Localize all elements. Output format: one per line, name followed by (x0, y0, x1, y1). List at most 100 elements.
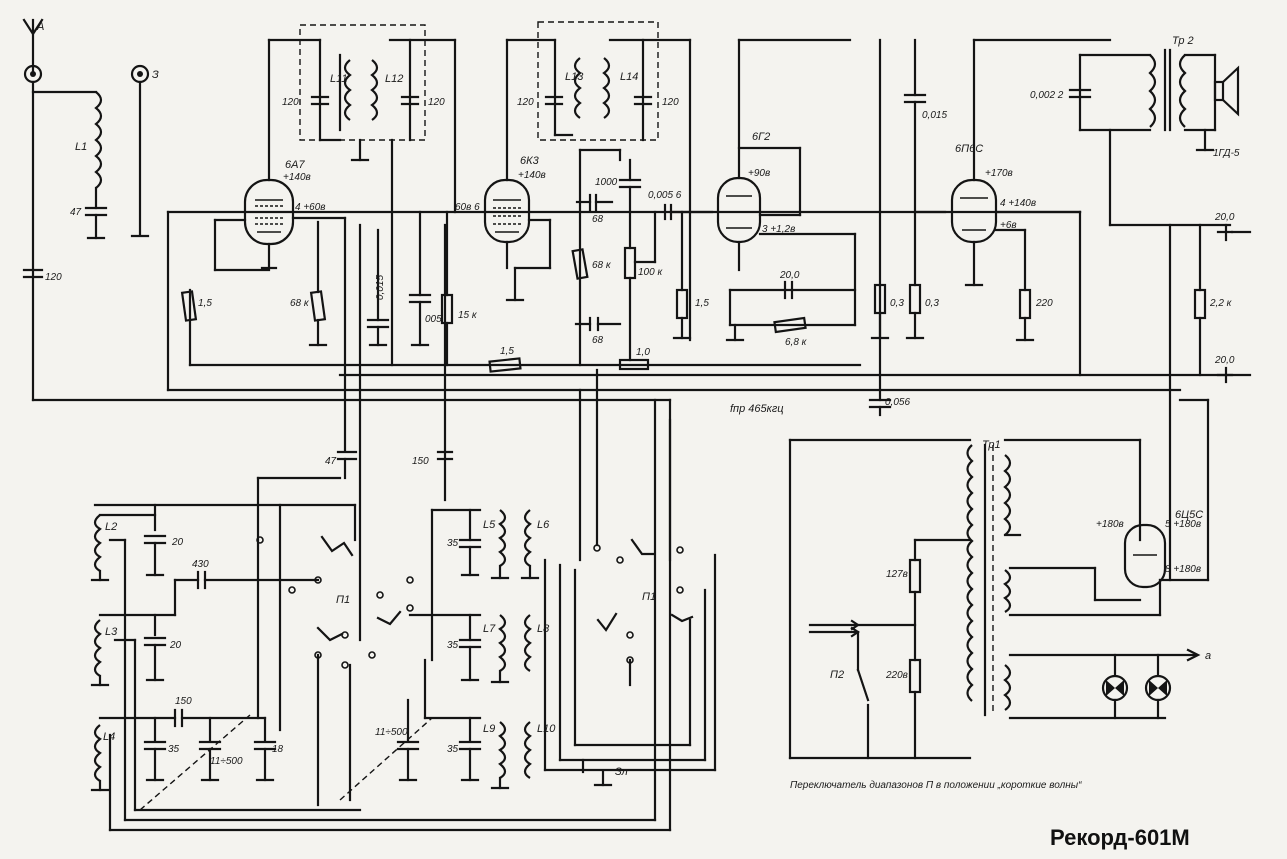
c18-label: 18 (272, 744, 284, 755)
r0-3a-label: 0,3 (890, 298, 904, 309)
r68k-label: 68 к (290, 298, 310, 309)
r15k-label: 15 к (458, 310, 478, 321)
tube-6p6s-label: 6П6С (955, 143, 983, 155)
tr1-label: Тр1 (982, 439, 1001, 451)
coil-L9-label: L9 (483, 723, 495, 735)
c0015b-label: 0,015 (922, 110, 947, 121)
antenna-label: А (36, 21, 44, 33)
coil-L3-label: L3 (105, 626, 118, 638)
v127-label: 127в (886, 569, 908, 580)
coil-L5-label: L5 (483, 519, 496, 531)
r2-2k-label: 2,2 к (1209, 298, 1233, 309)
coil-L4-label: L4 (103, 731, 115, 743)
c00056-label: 0,005 6 (648, 190, 682, 201)
tube-6c5s-k: 8 +180в (1165, 564, 1201, 575)
tube-6p6s-k: +6в (1000, 220, 1017, 231)
detector-components (571, 158, 714, 371)
c120a-label: 120 (45, 272, 62, 283)
if-transformer-2 (505, 21, 692, 367)
coil-L7-label: L7 (483, 623, 496, 635)
r220-label: 220 (1035, 298, 1053, 309)
tube-6k3-label: 6К3 (520, 155, 540, 167)
coil-L6-label: L6 (537, 519, 550, 531)
antenna-section (22, 18, 150, 402)
c47b-label: 47 (325, 456, 337, 467)
a-out-label: а (1205, 650, 1211, 662)
page-title: Рекорд-601М (1050, 825, 1190, 850)
band-switch-section (90, 216, 717, 832)
speaker-label: 1ГД-5 (1213, 148, 1240, 159)
bus-lines (31, 38, 1232, 832)
c120-if1-label: 120 (282, 97, 299, 108)
if-transformer-1 (267, 24, 457, 367)
tr2-label: Тр 2 (1172, 35, 1194, 47)
coil-L10-label: L10 (537, 723, 556, 735)
c430-label: 430 (192, 559, 209, 570)
if-frequency-note: fпр 465кгц (730, 403, 784, 415)
r100k-label: 100 к (638, 267, 663, 278)
c20-0b-label: 20,0 (1214, 212, 1235, 223)
power-supply (788, 398, 1210, 760)
c47a-label: 47 (70, 207, 82, 218)
ground-label: З (152, 69, 159, 81)
c20-0a-label: 20,0 (779, 270, 800, 281)
tube-6k3-anode: +140в (518, 170, 546, 181)
tube-6k3-g: 60в 6 (455, 202, 480, 213)
c35d-label: 35 (447, 744, 459, 755)
r1-5b-label: 1,5 (500, 346, 514, 357)
c35b-label: 35 (447, 538, 459, 549)
c11-500a-label: 11÷500 (210, 756, 243, 767)
coupling-components (868, 38, 947, 417)
tube-6p6s (950, 38, 1112, 377)
stage1-components (180, 210, 522, 373)
coil-L12-label: L12 (385, 73, 403, 85)
c005-label: 005 (425, 314, 442, 325)
r1-5c-label: 1,5 (695, 298, 709, 309)
c68b-label: 68 (592, 335, 604, 346)
c150a-label: 150 (412, 456, 429, 467)
c20b-label: 20 (169, 640, 182, 651)
c120-if4-label: 120 (662, 97, 679, 108)
c35c-label: 35 (447, 640, 459, 651)
coil-L8-label: L8 (537, 623, 550, 635)
tube-6g2 (672, 38, 857, 342)
switch-caption: Переключатель диапазонов П в положении „… (790, 780, 1082, 791)
c0022-label: 0,002 2 (1030, 90, 1064, 101)
v220-label: 220в (885, 670, 908, 681)
c0015a-label: 0,015 (375, 275, 386, 300)
c150b-label: 150 (175, 696, 192, 707)
r1-0-label: 1,0 (636, 347, 650, 358)
tube-6p6s-g: 4 +140в (1000, 198, 1036, 209)
c68a-label: 68 (592, 214, 604, 225)
coil-L1-label: L1 (75, 141, 87, 153)
tube-6g2-anode: +90в (748, 168, 770, 179)
tube-6a7-g: 4 +60в (295, 202, 326, 213)
p2-label: П2 (830, 669, 844, 681)
r0-3b-label: 0,3 (925, 298, 939, 309)
c120-if3-label: 120 (517, 97, 534, 108)
tube-6k3 (483, 38, 552, 302)
coil-L13-label: L13 (565, 71, 584, 83)
r6-8k-label: 6,8 к (785, 337, 808, 348)
coil-L14-label: L14 (620, 71, 638, 83)
coil-L2-label: L2 (105, 521, 117, 533)
tube-6c5s-label: 6Ц5С (1175, 509, 1203, 521)
coil-L11-label: L11 (330, 73, 348, 85)
c20-0c-label: 20,0 (1214, 355, 1235, 366)
zl-label: Зл (615, 766, 628, 778)
c35a-label: 35 (168, 744, 180, 755)
c11-500b-label: 11÷500 (375, 727, 408, 738)
output-stage (1068, 48, 1252, 582)
tube-6g2-label: 6Г2 (752, 131, 770, 143)
tube-6p6s-anode: +170в (985, 168, 1013, 179)
c0056-label: 0,056 (885, 397, 910, 408)
tube-6a7-label: 6А7 (285, 159, 305, 171)
r68k2-label: 68 к (592, 260, 612, 271)
tube-6a7 (213, 38, 347, 272)
c1000-label: 1000 (595, 177, 618, 188)
tube-6c5s-a: +180в (1096, 519, 1124, 530)
switch-p1-right-label: П1 (642, 591, 656, 603)
tube-6c5s-a2: 5 +180в (1165, 519, 1201, 530)
